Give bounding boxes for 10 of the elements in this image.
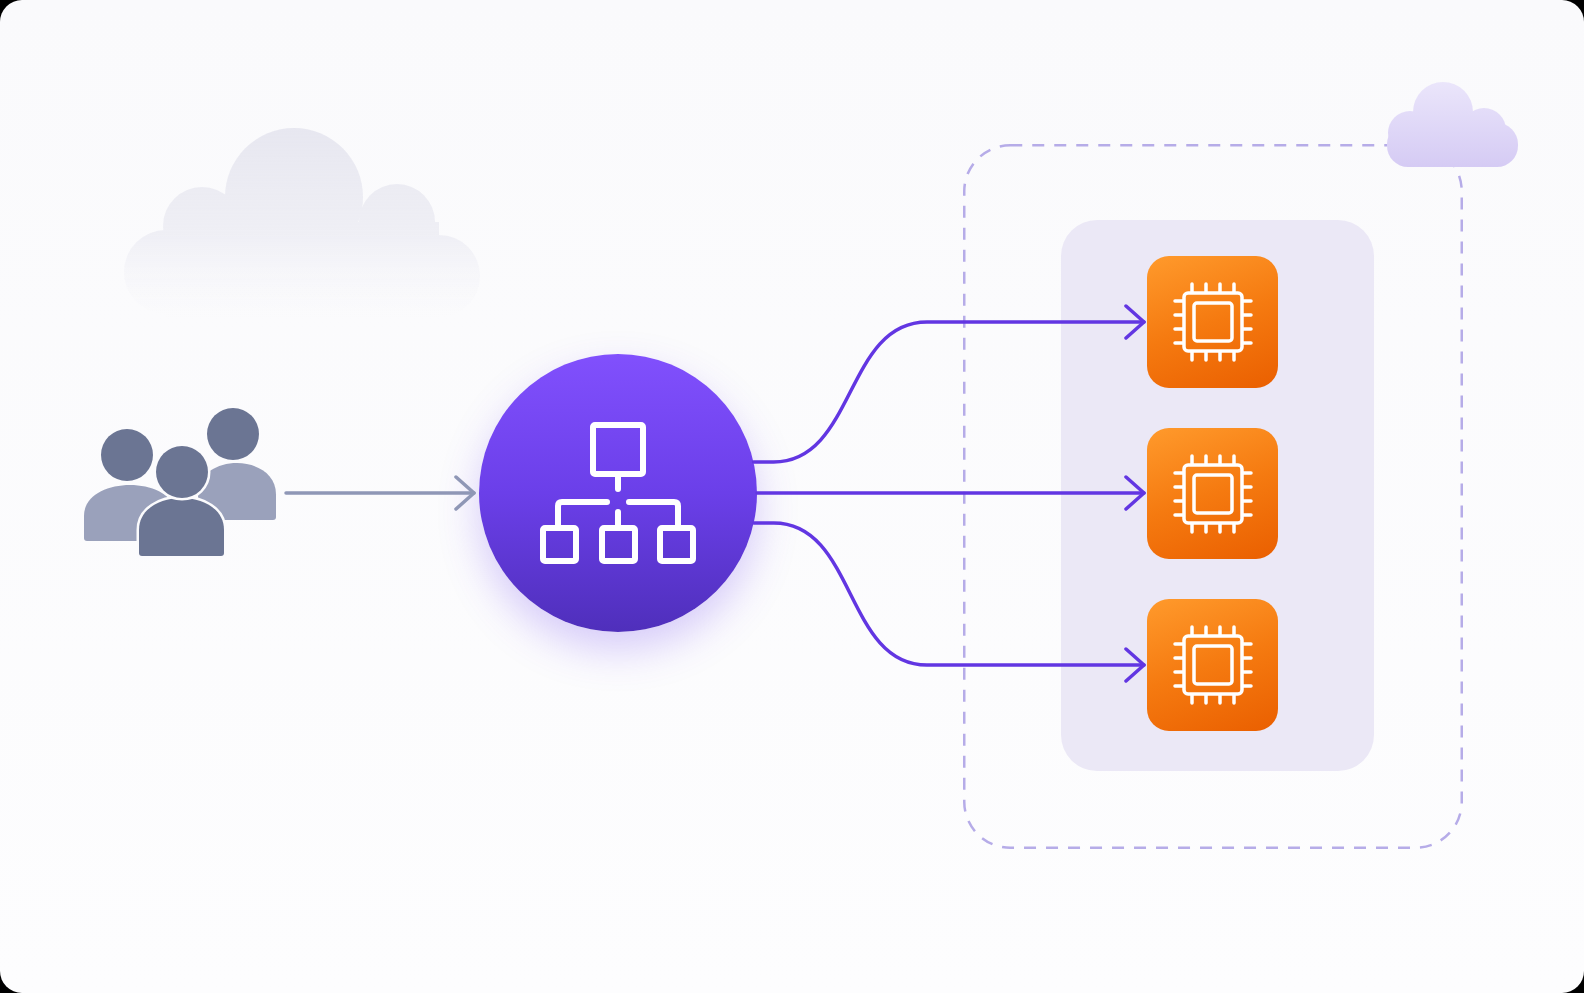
arrow: [751, 304, 1146, 464]
users-icon: [84, 405, 276, 557]
server-panel: [1061, 220, 1374, 771]
arrow: [755, 475, 1146, 511]
dashed-region: [963, 144, 1463, 849]
processor-tile: [1147, 599, 1278, 731]
arrow: [751, 521, 1146, 683]
processor-tile: [1147, 256, 1278, 388]
arrow: [284, 475, 476, 511]
processor-tile: [1147, 428, 1278, 559]
